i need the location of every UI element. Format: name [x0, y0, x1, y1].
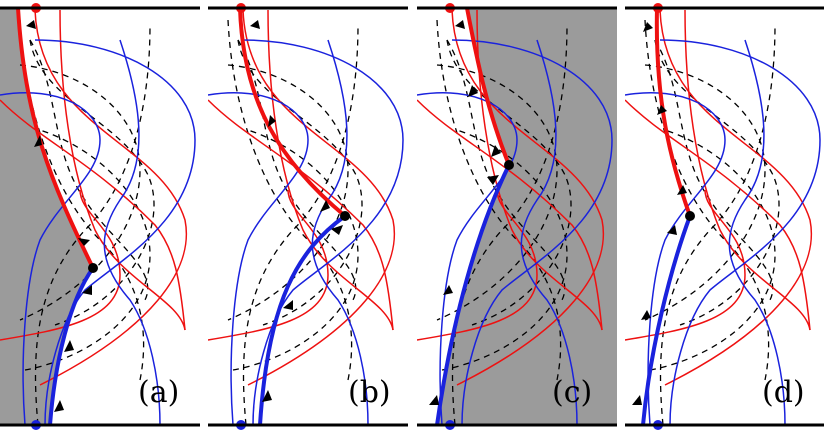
thick-red-path	[16, 7, 95, 269]
thick-blue-path	[641, 215, 692, 426]
thick-blue-path	[48, 266, 95, 426]
thick-red-path	[654, 7, 692, 217]
panel-a: (a)	[0, 3, 196, 430]
thick-red-path	[238, 7, 347, 218]
panel-label: (b)	[348, 375, 391, 410]
saddle-point	[504, 160, 514, 170]
thick-blue-path	[435, 164, 511, 426]
panel-b: (b)	[207, 3, 404, 430]
saddle-point	[340, 211, 350, 221]
panel-dividers	[200, 0, 830, 431]
shaded-region	[0, 8, 93, 425]
saddle-point	[88, 263, 98, 273]
saddle-point	[685, 211, 695, 221]
panel-label: (c)	[552, 375, 592, 410]
panel-d: (d)	[624, 3, 821, 430]
thick-blue-path	[258, 214, 347, 426]
panel-label: (d)	[762, 375, 805, 410]
panel-label: (a)	[138, 375, 179, 410]
panel-c: (c)	[416, 3, 617, 430]
panel-borders	[0, 6, 825, 427]
thick-red-path	[465, 7, 511, 166]
